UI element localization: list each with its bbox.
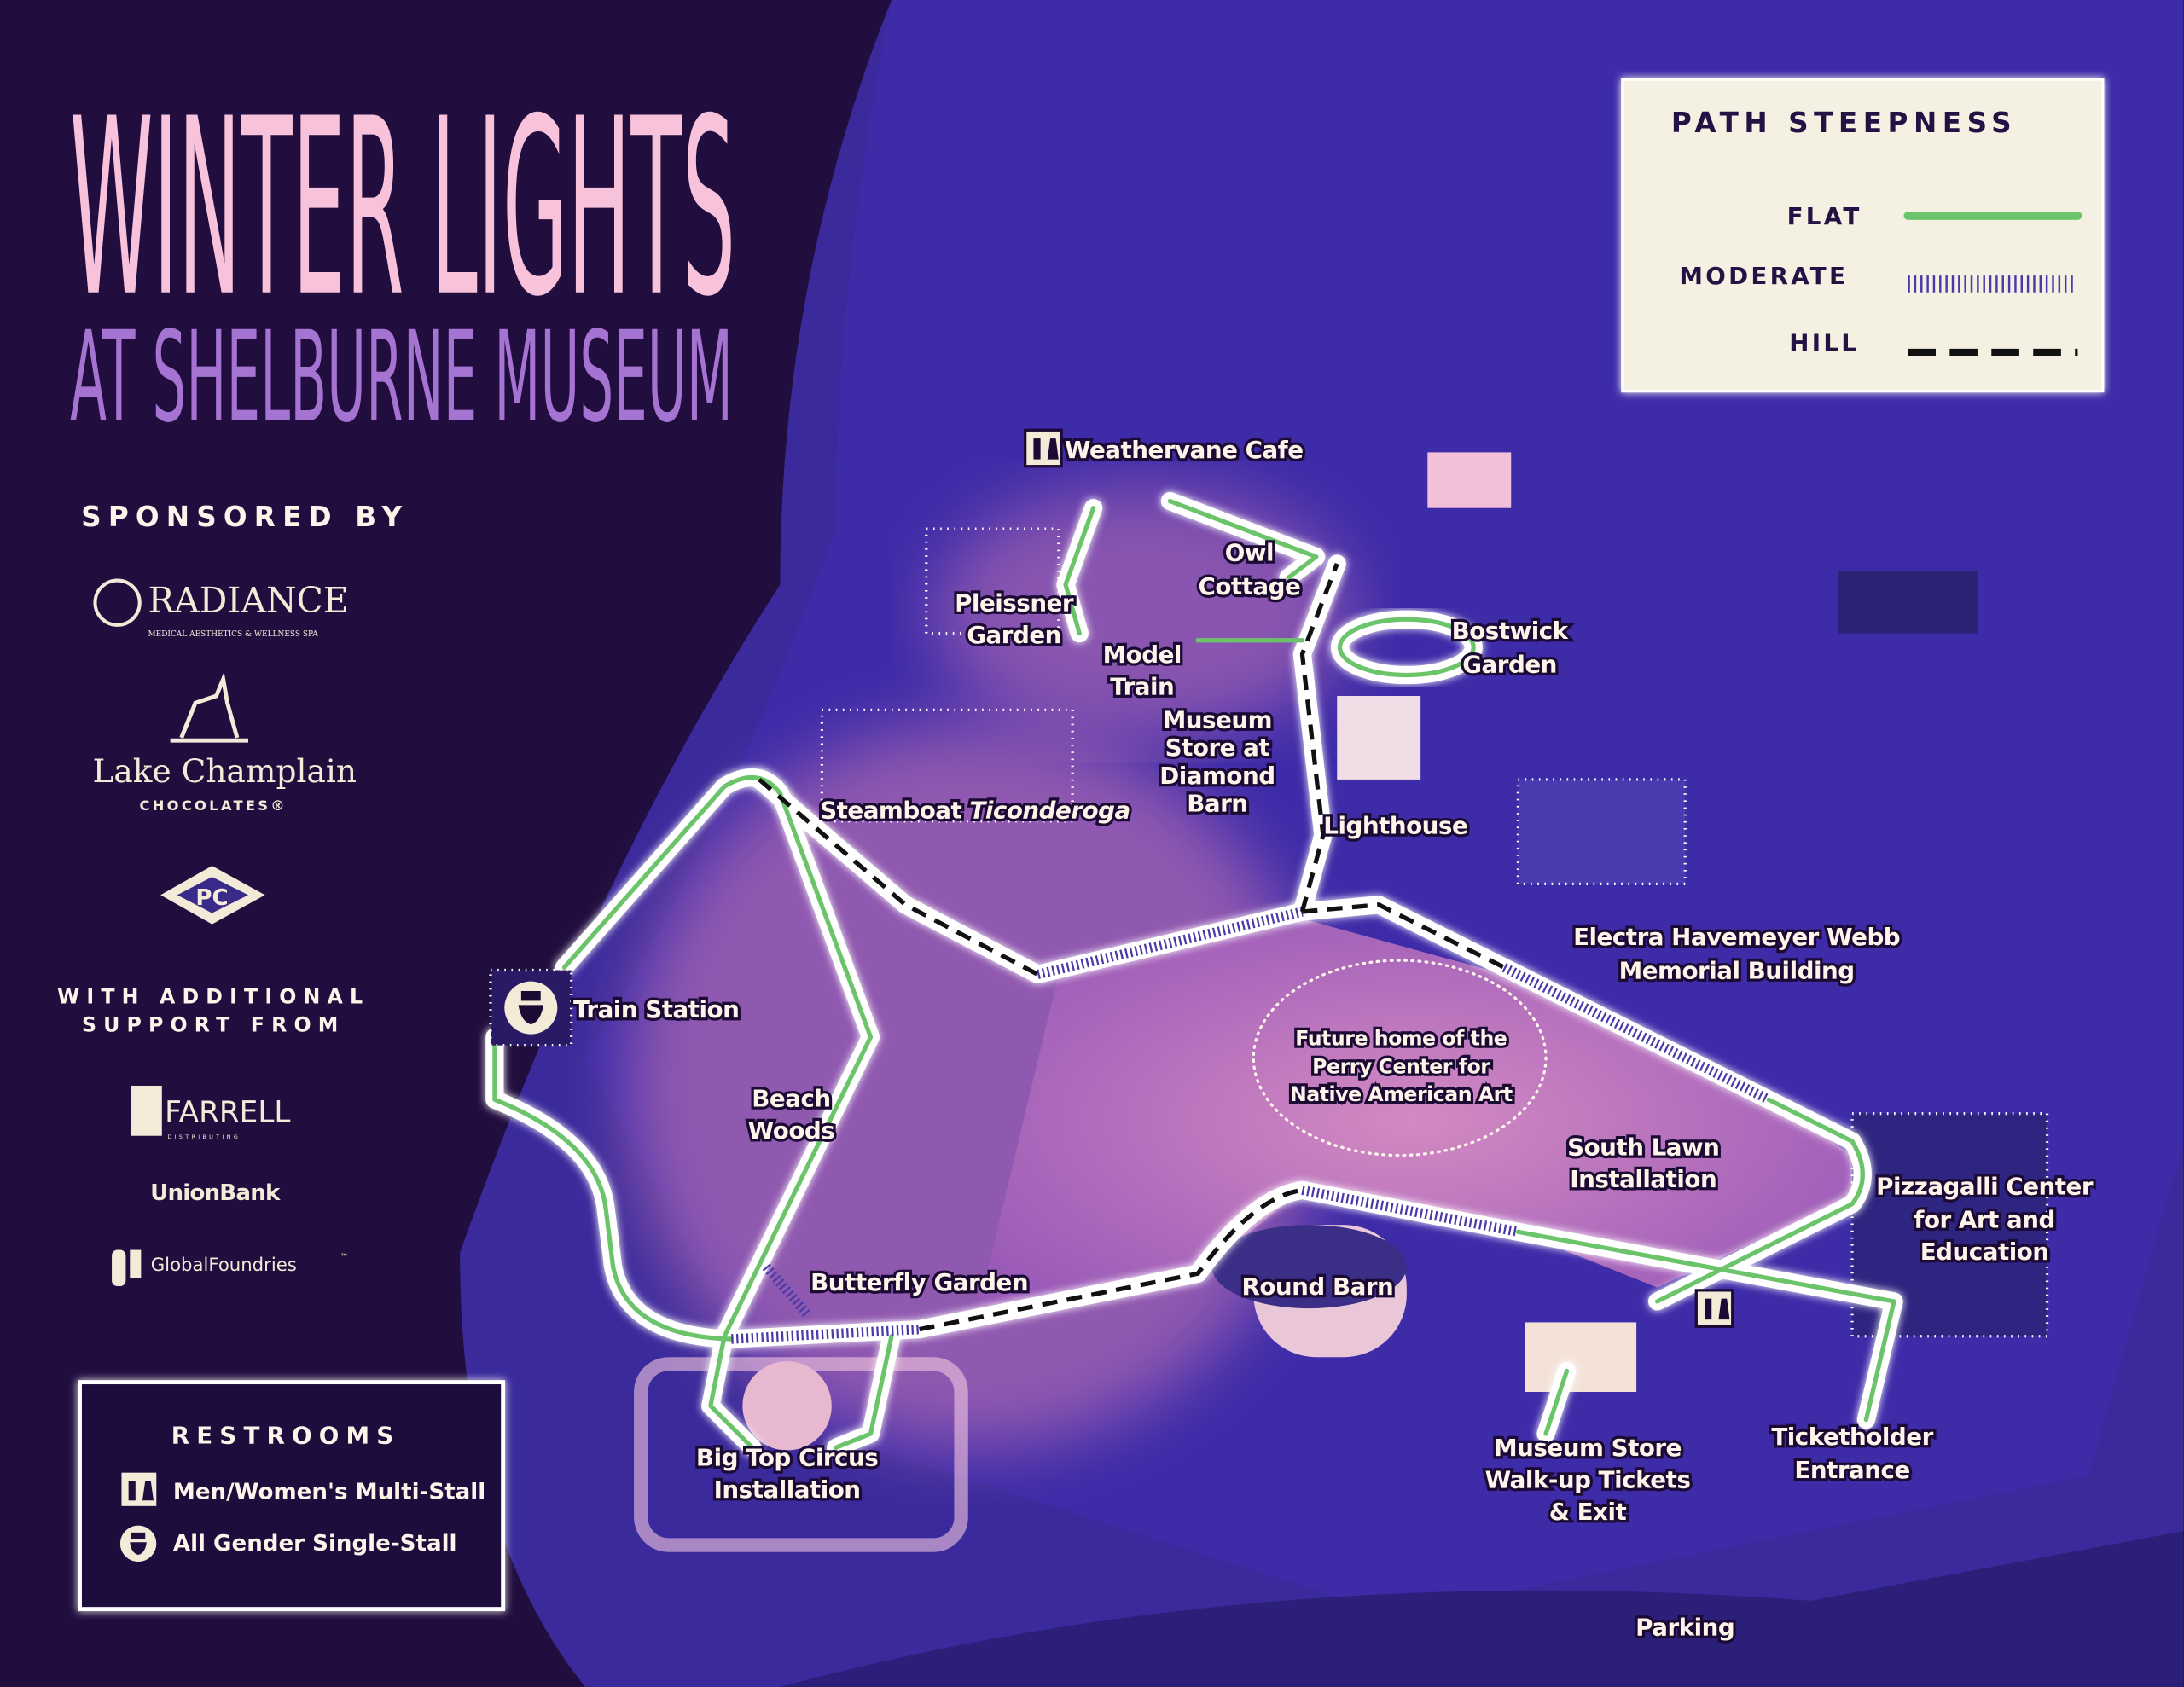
sponsor-radiance-logo[interactable]: RADIANCE MEDICAL AESTHETICS & WELLNESS S… <box>93 578 349 639</box>
sponsor-farrell-tagline: DISTRIBUTING <box>167 1133 241 1140</box>
path-steepness-legend: PATH STEEPNESS FLAT MODERATE HILL <box>1621 78 2105 393</box>
sponsor-lake-champlain-logo[interactable]: Lake Champlain CHOCOLATES® <box>93 671 357 814</box>
label-line: Steamboat <box>820 797 969 825</box>
label-line: Big Top Circus <box>696 1444 878 1472</box>
label-line: Store at <box>1165 733 1270 762</box>
legend-title: PATH STEEPNESS <box>1671 107 2017 139</box>
route-paths <box>485 491 1903 1457</box>
legend-hill-label: HILL <box>1789 328 1859 357</box>
label-line: Model <box>1103 641 1182 669</box>
label-line: & Exit <box>1549 1498 1627 1526</box>
label-round-barn[interactable]: Round Barn <box>1239 1270 1397 1304</box>
legend-flat-label: FLAT <box>1787 202 1862 230</box>
toilet-icon[interactable] <box>489 968 573 1047</box>
label-line: Train <box>1110 672 1174 700</box>
label-line: Installation <box>1570 1165 1716 1193</box>
sponsor-farrell-name: FARRELL <box>165 1095 290 1129</box>
label-line: Diamond <box>1159 762 1275 790</box>
label-line: Perry Center for <box>1312 1054 1490 1078</box>
label-line: Native American Art <box>1290 1082 1513 1106</box>
sidebar-background <box>0 0 892 1687</box>
path-flat <box>492 498 1896 1450</box>
additional-support-heading: SUPPORT FROM <box>82 1012 346 1036</box>
label-line: Cottage <box>1198 572 1300 600</box>
label-line: South Lawn <box>1567 1133 1719 1162</box>
label-line: Entrance <box>1794 1456 1909 1484</box>
sponsor-lake-champlain-tagline: CHOCOLATES® <box>140 797 288 814</box>
legend-moderate-label: MODERATE <box>1679 262 1848 290</box>
restroom-multi-stall-label: Men/Women's Multi-Stall <box>173 1480 485 1505</box>
label-line: Barn <box>1187 789 1247 817</box>
label-line: Electra Havemeyer Webb <box>1573 923 1900 951</box>
deer-icon <box>170 671 248 743</box>
label-line: Museum Store <box>1494 1434 1682 1462</box>
label-line: Owl <box>1225 539 1274 567</box>
sponsor-pc-logo[interactable]: PC <box>160 866 265 925</box>
label-lighthouse[interactable]: Lighthouse <box>1321 809 1471 843</box>
label-parking[interactable]: Parking <box>1633 1610 1738 1644</box>
restrooms-legend: RESTROOMS Men/Women's Multi-Stall All Ge… <box>78 1380 506 1612</box>
label-line: Installation <box>714 1475 861 1504</box>
label-steamboat-ticonderoga[interactable]: Steamboat Ticonderoga <box>817 793 1134 827</box>
perry-center-site <box>1252 959 1548 1157</box>
toilet-icon <box>119 1525 157 1562</box>
additional-support-heading: WITH ADDITIONAL <box>57 985 369 1009</box>
label-line: Beach <box>752 1084 830 1112</box>
path-moderate <box>731 907 1771 1344</box>
parking-area <box>780 1531 2184 1687</box>
sponsor-globalfoundries-name: GlobalFoundries <box>151 1255 297 1276</box>
label-line: Bostwick <box>1452 617 1569 645</box>
sponsor-radiance-tagline: MEDICAL AESTHETICS & WELLNESS SPA <box>148 630 318 639</box>
label-line-italic: Ticonderoga <box>969 797 1130 825</box>
label-line: Walk-up Tickets <box>1485 1466 1691 1494</box>
sponsor-radiance-name: RADIANCE <box>148 580 348 621</box>
sponsor-farrell-logo[interactable]: FARRELL DISTRIBUTING <box>131 1085 291 1140</box>
sponsor-pc-name: PC <box>195 885 228 911</box>
label-pizzagalli-center[interactable]: Pizzagalli Center for Art and Education <box>1873 1169 2097 1268</box>
label-line: Woods <box>748 1116 835 1145</box>
men-women-restroom-icon[interactable] <box>1694 1289 1734 1328</box>
restrooms-title: RESTROOMS <box>171 1421 401 1449</box>
path-hill <box>758 563 1506 1332</box>
pink-trees <box>932 487 1351 738</box>
men-women-restroom-icon <box>121 1472 157 1506</box>
label-line: Future home of the <box>1295 1027 1507 1051</box>
south-lawn <box>974 919 1853 1323</box>
label-butterfly-garden[interactable]: Butterfly Garden <box>808 1266 1031 1300</box>
label-museum-store-walkup[interactable]: Museum Store Walk-up Tickets & Exit <box>1482 1431 1693 1529</box>
label-line: for Art and <box>1914 1205 2054 1233</box>
label-museum-store-diamond-barn[interactable]: Museum Store at Diamond Barn <box>1157 703 1278 820</box>
label-line: Garden <box>1462 650 1557 678</box>
label-train-station[interactable]: Train Station <box>571 993 742 1027</box>
label-perry-center[interactable]: Future home of the Perry Center for Nati… <box>1287 1023 1516 1109</box>
men-women-restroom-icon[interactable] <box>1024 428 1063 468</box>
sponsor-lake-champlain-name: Lake Champlain <box>93 752 357 790</box>
sponsor-unionbank-logo[interactable]: UnionBank <box>150 1180 282 1206</box>
label-line: Education <box>1920 1238 2049 1266</box>
label-line: Garden <box>967 621 1061 649</box>
sponsor-globalfoundries-logo[interactable]: GlobalFoundries ™ <box>112 1249 349 1286</box>
sponsored-by-heading: SPONSORED BY <box>81 501 409 533</box>
buildings <box>634 452 2049 1552</box>
label-line: Pleissner <box>955 588 1074 617</box>
sponsors-panel: SPONSORED BY RADIANCE MEDICAL AESTHETICS… <box>57 501 409 1286</box>
label-line: Museum <box>1163 706 1272 734</box>
restroom-single-stall-label: All Gender Single-Stall <box>173 1531 457 1557</box>
trademark-mark: ™ <box>340 1253 349 1262</box>
label-line: Pizzagalli Center <box>1876 1172 2094 1200</box>
label-line: Memorial Building <box>1619 956 1855 984</box>
label-line: Ticketholder <box>1771 1423 1933 1451</box>
label-weathervane-cafe[interactable]: Weathervane Cafe <box>1062 433 1307 467</box>
